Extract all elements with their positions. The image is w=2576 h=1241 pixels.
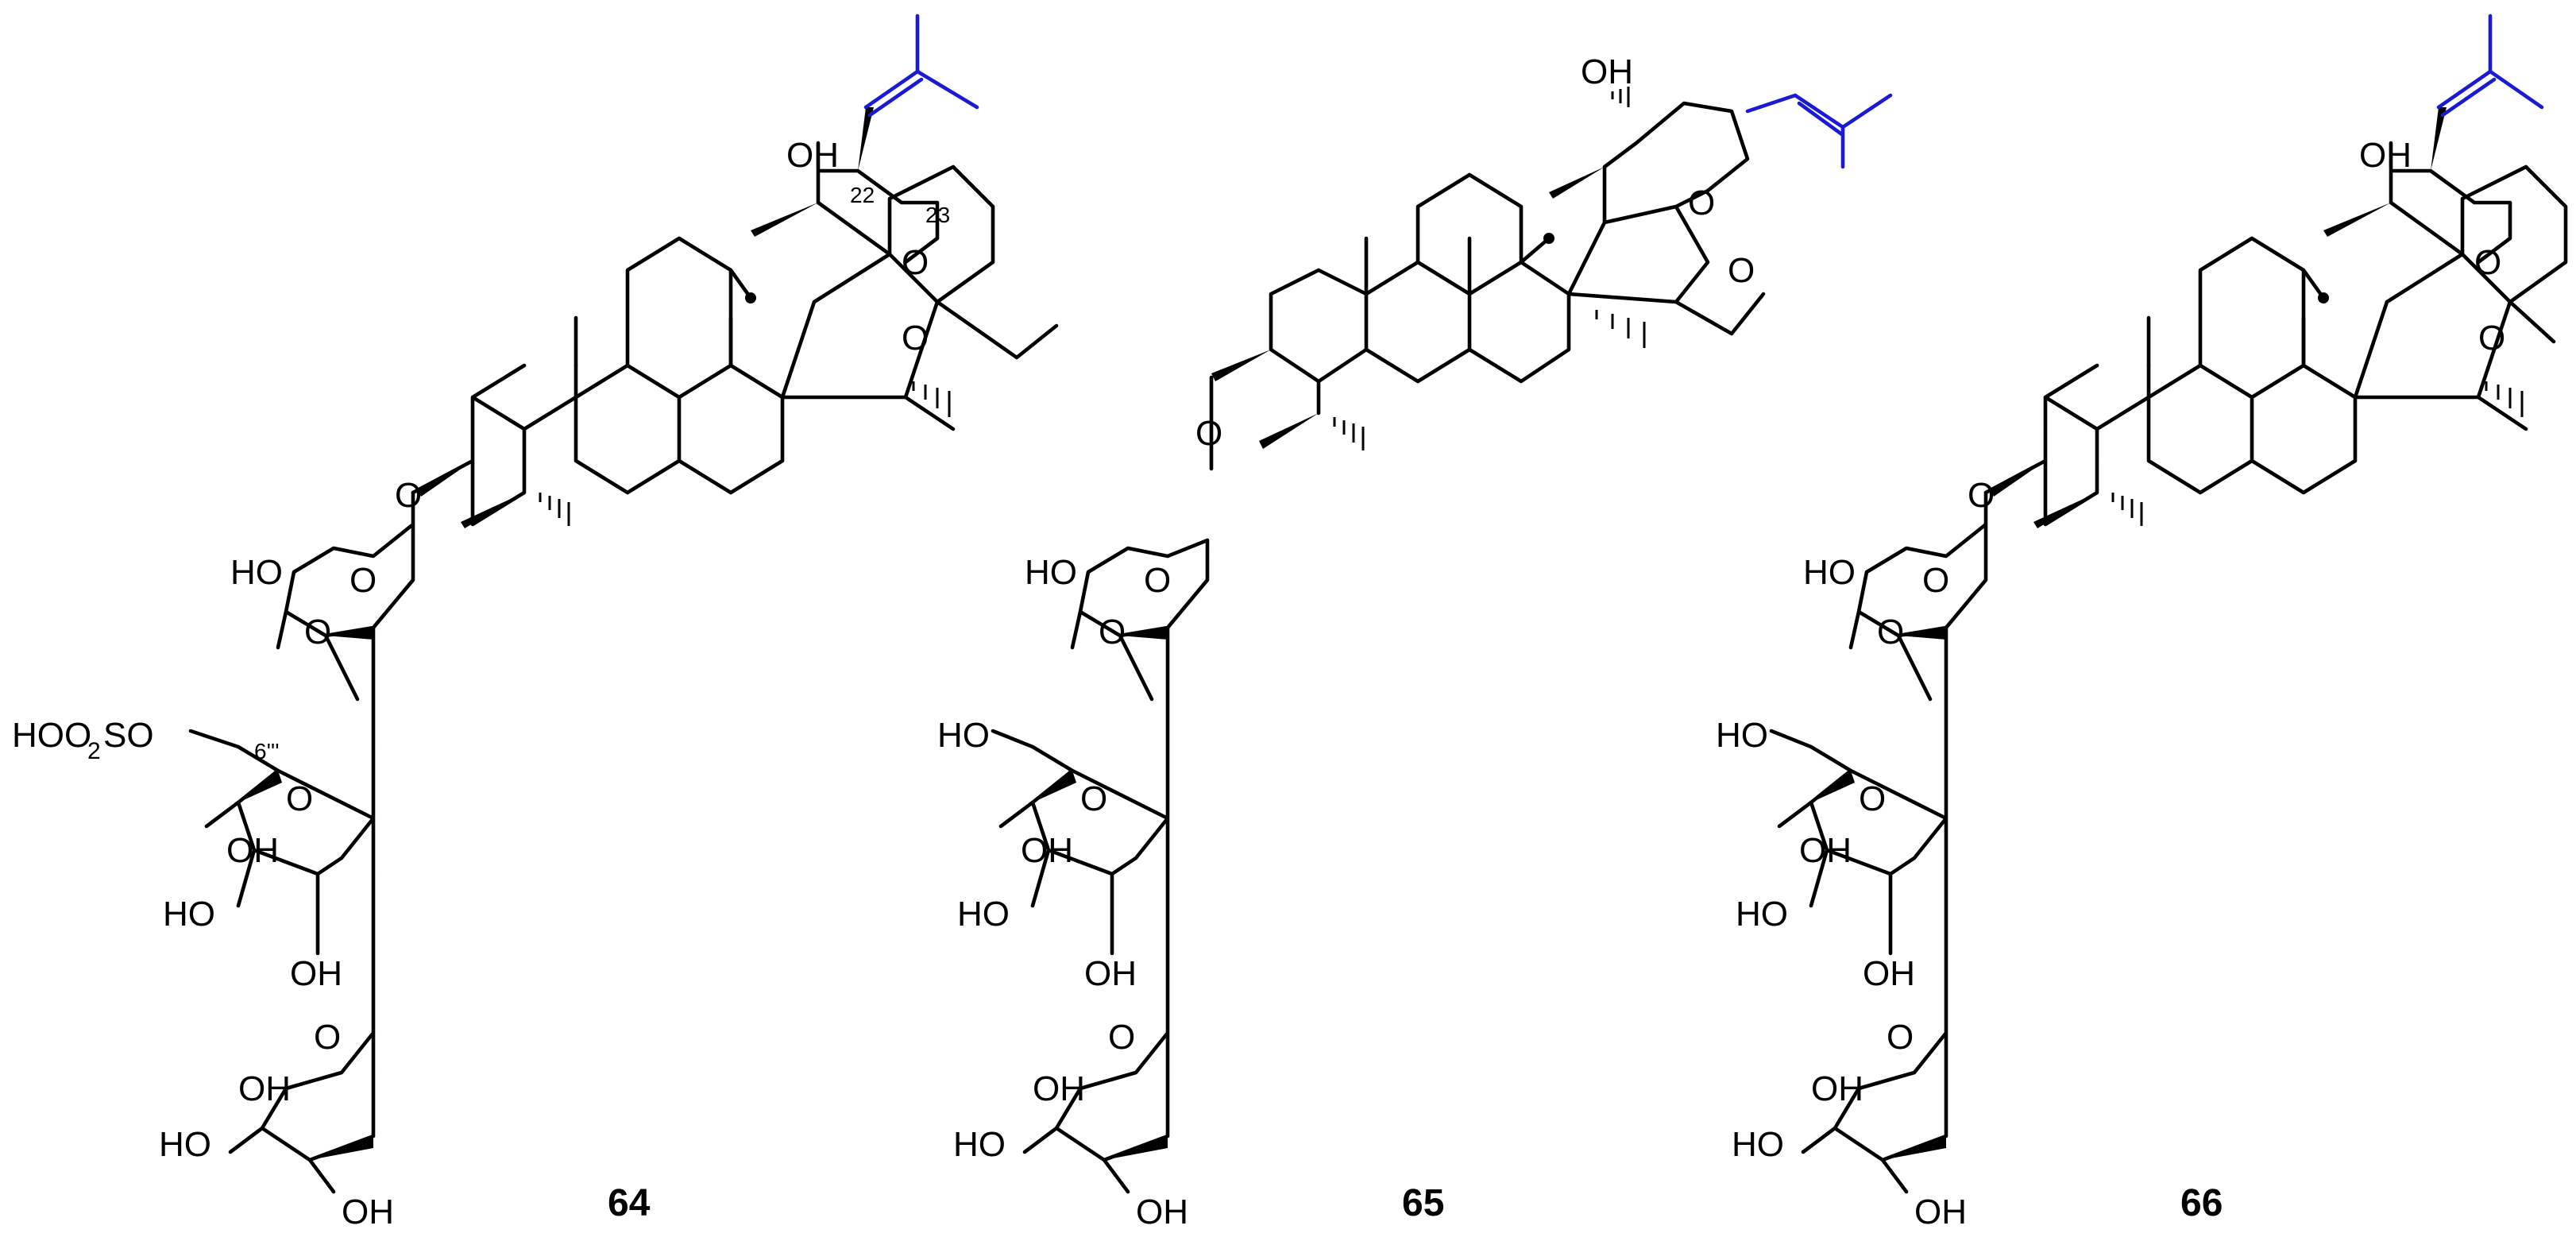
furanose-oxygen-label: O bbox=[1887, 1018, 1914, 1057]
methyl-bonds bbox=[1364, 236, 1472, 296]
ara-hydroxyl-label: HO bbox=[1803, 553, 1856, 592]
furanose-hydroxyl-2-label: HO bbox=[1732, 1125, 1784, 1164]
sugar-bonds bbox=[188, 490, 415, 1194]
furanose-hydroxyl-3-label: OH bbox=[1136, 1193, 1188, 1231]
glc-hydroxyl-3-label: OH bbox=[1084, 954, 1137, 993]
prenyl-side-chain bbox=[863, 14, 979, 118]
glc-ring-oxygen-label: O bbox=[1859, 779, 1886, 818]
prenyl-side-chain bbox=[1745, 93, 1893, 169]
compound-number-64: 64 bbox=[608, 1182, 651, 1224]
c20-hydroxyl-label: OH bbox=[786, 136, 839, 175]
compound-number-65: 65 bbox=[1402, 1182, 1444, 1224]
hash-bonds bbox=[539, 381, 951, 526]
furanose-oxygen-label: O bbox=[314, 1018, 341, 1057]
furanose-hydroxyl-1-label: OH bbox=[1811, 1069, 1863, 1108]
hash-bonds bbox=[1333, 87, 1646, 450]
bridge-oxygen-label: O bbox=[902, 319, 929, 358]
glc-hydroxyl-2-label: HO bbox=[957, 895, 1010, 934]
compound-65-structure: OH O O O HO O O HO O OH HO OH O OH HO OH… bbox=[937, 52, 1893, 1231]
sugar-bonds bbox=[991, 375, 1214, 1194]
stereo-dot bbox=[2318, 292, 2329, 303]
glc-hydroxyl-1-label: OH bbox=[226, 831, 279, 870]
ara-hydroxyl-label: HO bbox=[1025, 553, 1077, 592]
c20-hydroxyl-label: OH bbox=[2359, 136, 2412, 175]
ring-oxygen-label: O bbox=[902, 243, 929, 282]
ara-ring-oxygen-label: O bbox=[1144, 561, 1171, 600]
locant-23: 23 bbox=[925, 203, 950, 227]
side-ring-bonds bbox=[2389, 141, 2512, 265]
hash-bonds bbox=[2111, 381, 2524, 526]
ring-oxygen-label: O bbox=[2474, 243, 2501, 282]
ara-ring-oxygen-2-label: O bbox=[1877, 613, 1904, 651]
wedge-c22-chain bbox=[858, 107, 874, 171]
ring-a-bonds bbox=[1983, 363, 2151, 527]
furanose-hydroxyl-2-label: HO bbox=[159, 1125, 211, 1164]
ring-bc-bonds bbox=[2146, 236, 2358, 495]
glc-hydroxyl-2-label: HO bbox=[1736, 895, 1788, 934]
glc-hydroxyl-3-label: OH bbox=[290, 954, 342, 993]
compound-64-structure: OH O O O HO O O HOO 2 SO O OH HO OH O OH… bbox=[12, 14, 1059, 1231]
wedge-methyl-c4 bbox=[461, 493, 524, 528]
glc-ring-oxygen-label: O bbox=[286, 779, 313, 818]
ring-bonds bbox=[1269, 101, 1766, 416]
glycoside-oxygen-label: O bbox=[1195, 414, 1222, 453]
ara-ring-oxygen-label: O bbox=[350, 561, 377, 600]
glc-hydroxymethyl-label: HO bbox=[937, 716, 990, 755]
locant-22: 22 bbox=[850, 183, 875, 207]
stereo-dot bbox=[745, 292, 756, 303]
side-ring-bonds bbox=[816, 141, 940, 265]
stereo-dot bbox=[1543, 233, 1554, 244]
compound-number-66: 66 bbox=[2180, 1182, 2223, 1224]
furanose-hydroxyl-3-label: OH bbox=[342, 1193, 394, 1231]
glycoside-oxygen-label: O bbox=[1968, 476, 1995, 515]
methyl-bonds bbox=[2146, 315, 2306, 368]
locant-6-triple-prime: 6''' bbox=[254, 739, 280, 764]
bridge-oxygen-label: O bbox=[1728, 251, 1755, 290]
sulfate-prefix-label: HOO bbox=[12, 716, 91, 755]
bridge-oxygen-label: O bbox=[2478, 319, 2505, 358]
prenyl-side-chain bbox=[2436, 14, 2544, 118]
ara-hydroxyl-label: HO bbox=[230, 553, 283, 592]
ring-de-bonds bbox=[728, 164, 1059, 431]
furanose-hydroxyl-1-label: OH bbox=[238, 1069, 291, 1108]
wedge-c3-o bbox=[417, 461, 473, 497]
c20-hydroxyl-label: OH bbox=[1581, 52, 1633, 91]
furanose-oxygen-label: O bbox=[1108, 1018, 1135, 1057]
ara-ring-oxygen-label: O bbox=[1922, 561, 1949, 600]
glc-hydroxyl-1-label: OH bbox=[1799, 831, 1852, 870]
sulfate-suffix-label: SO bbox=[103, 716, 154, 755]
glc-ring-oxygen-label: O bbox=[1080, 779, 1107, 818]
sugar-bonds bbox=[1769, 490, 1988, 1194]
sulfate-subscript-label: 2 bbox=[87, 738, 101, 764]
glc-hydroxymethyl-label: HO bbox=[1716, 716, 1768, 755]
methyl-bonds bbox=[574, 315, 733, 368]
ring-a-bonds bbox=[411, 363, 578, 527]
ring-bc-bonds bbox=[574, 236, 785, 495]
compound-66-structure: OH O O O HO O O HO O OH HO OH O OH HO OH… bbox=[1716, 14, 2568, 1231]
ara-ring-oxygen-2-label: O bbox=[1099, 613, 1126, 651]
ara-ring-oxygen-2-label: O bbox=[304, 613, 331, 651]
glc-hydroxyl-1-label: OH bbox=[1021, 831, 1073, 870]
ring-de-bonds bbox=[2301, 164, 2568, 431]
furanose-hydroxyl-1-label: OH bbox=[1033, 1069, 1085, 1108]
furanose-hydroxyl-3-label: OH bbox=[1914, 1193, 1967, 1231]
furanose-hydroxyl-2-label: HO bbox=[953, 1125, 1006, 1164]
glc-hydroxyl-2-label: HO bbox=[163, 895, 215, 934]
wedge-c20-methyl bbox=[751, 203, 818, 237]
glycoside-oxygen-label: O bbox=[395, 476, 422, 515]
glc-hydroxyl-3-label: OH bbox=[1863, 954, 1915, 993]
ring-oxygen-label: O bbox=[1688, 184, 1715, 222]
